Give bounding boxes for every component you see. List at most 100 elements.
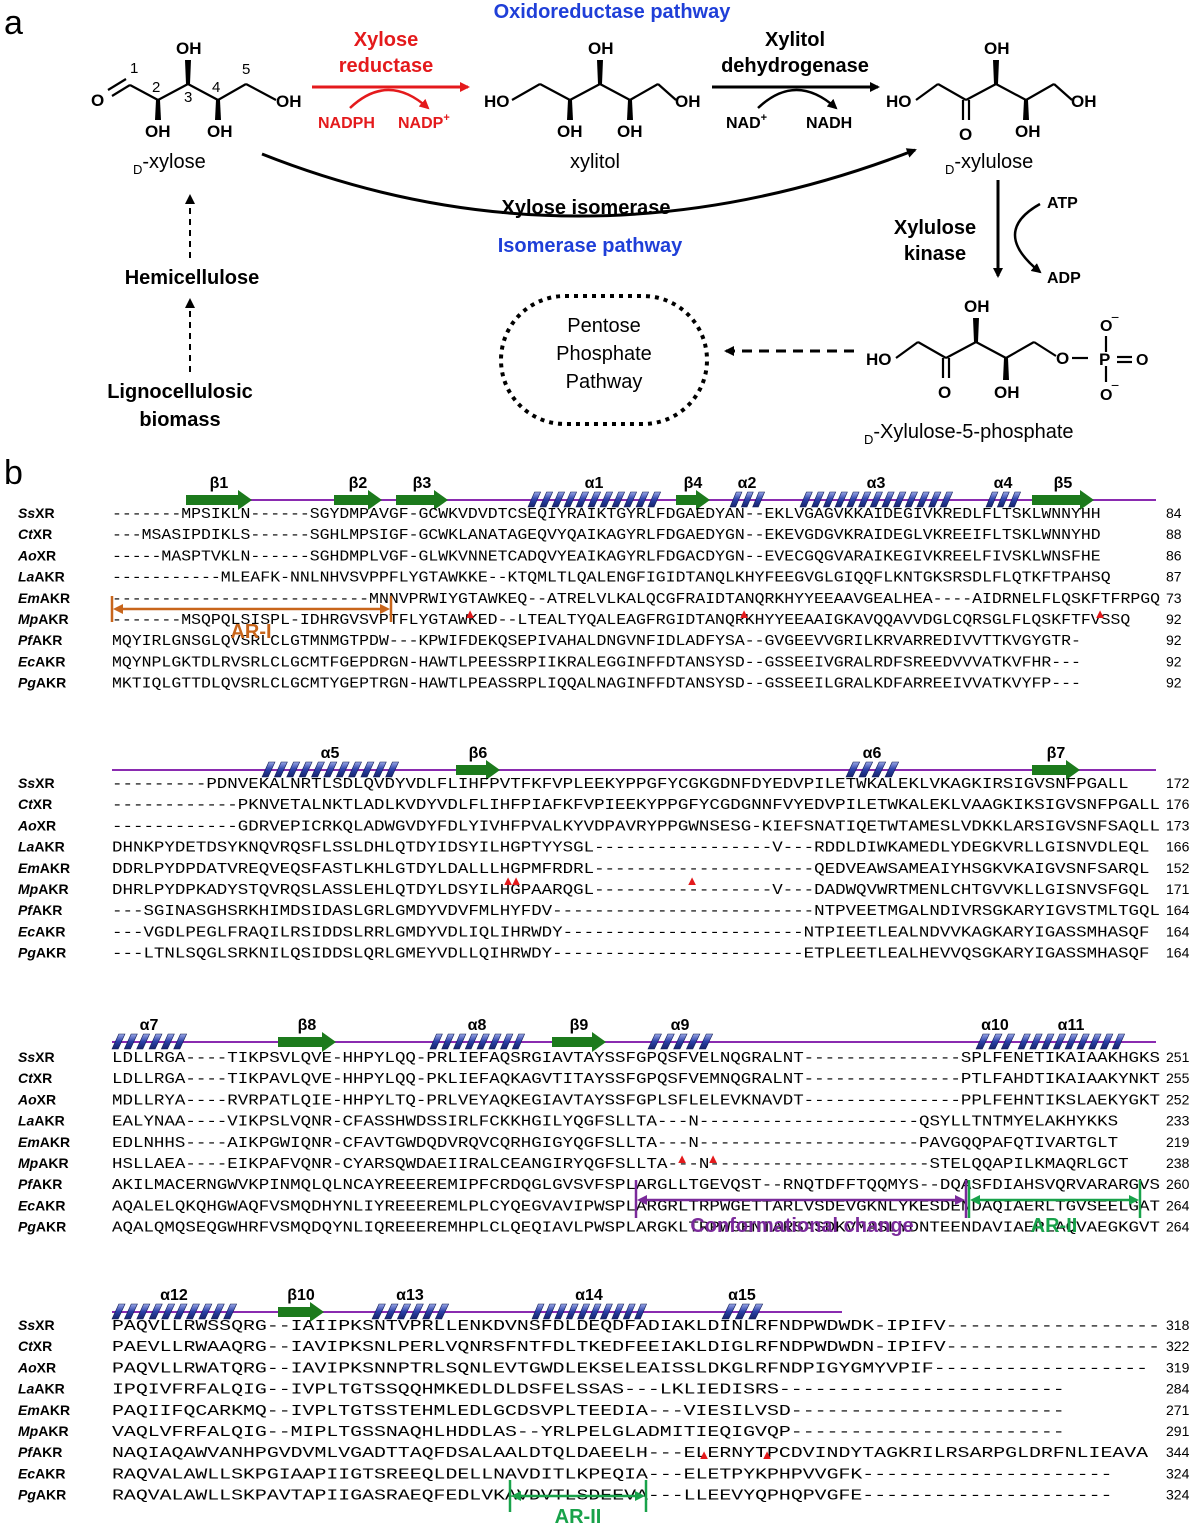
beta-strand-arrow bbox=[334, 490, 382, 510]
sequence-residues: ---MSASIPDIKLS------SGHLMPSIGF-GCWKLANAT… bbox=[112, 528, 1101, 544]
xylulose-5-phosphate-structure bbox=[895, 318, 1132, 382]
alignment-row: AoXR------------GDRVEPICRKQLADWGVDYFDLYI… bbox=[17, 817, 1190, 835]
residue-number: 255 bbox=[1166, 1070, 1190, 1086]
sequence-residues: EALYNAA----VIKPSLVQNR-CFASSHWDSSIRLFCKKH… bbox=[112, 1115, 1118, 1131]
residue-number: 172 bbox=[1166, 775, 1190, 791]
sequence-residues: ---------PDNVEKALNRTLSDLQVDYVDLFLIHFPVTF… bbox=[112, 777, 1129, 793]
secondary-structure-label: α1 bbox=[585, 475, 604, 492]
lignocellulosic-label-line2: biomass bbox=[139, 409, 220, 431]
conformational-change-annotation: Conformational change bbox=[634, 1180, 968, 1237]
alpha-helix-glyph bbox=[647, 1033, 714, 1050]
residue-number: 344 bbox=[1166, 1444, 1190, 1460]
sequence-name: EcAKR bbox=[18, 923, 65, 939]
sequence-residues: AQALQMQSEQGWHRFVSMQDQYNLIQREEEREMHPLCLQE… bbox=[112, 1221, 1160, 1237]
x5p-keto-o-label: O bbox=[938, 383, 951, 402]
xylulose-kinase-label-line2: kinase bbox=[904, 243, 966, 265]
xylulose-oh5-label: OH bbox=[1071, 92, 1097, 111]
sequence-residues: LDLLRGA----TIKPAVLQVE-HHPYLQQ-PKLIEFAQKA… bbox=[112, 1072, 1160, 1088]
sequence-name: AoXR bbox=[17, 547, 56, 563]
residue-number: 284 bbox=[1166, 1381, 1190, 1397]
beta-strand-arrow bbox=[676, 490, 710, 510]
secondary-structure-label: α14 bbox=[575, 1287, 603, 1304]
alpha-helix-glyph bbox=[975, 1033, 1016, 1050]
alpha-helix-glyph bbox=[799, 491, 954, 508]
sequence-name: PfAKR bbox=[18, 1444, 62, 1460]
secondary-structure-label: α10 bbox=[981, 1017, 1009, 1034]
xylose-isomerase-arrow bbox=[261, 148, 917, 218]
catalytic-residue-marker: ▲ bbox=[510, 873, 523, 888]
beta-strand-arrow bbox=[552, 1032, 606, 1052]
catalytic-residue-marker: ▲ bbox=[1094, 606, 1107, 621]
xylulose-o-label: O bbox=[959, 125, 972, 144]
alignment-row: EmAKR--------------------------MNNVPRWIY… bbox=[18, 590, 1182, 608]
xylose-oh4-label: OH bbox=[207, 122, 233, 141]
residue-number: 260 bbox=[1166, 1176, 1190, 1192]
oxidoreductase-pathway-title: Oxidoreductase pathway bbox=[494, 1, 732, 23]
secondary-structure-label: β10 bbox=[287, 1287, 315, 1304]
isomerase-pathway-title: Isomerase pathway bbox=[498, 235, 683, 257]
secondary-structure-label: β4 bbox=[684, 475, 703, 492]
nadp-label: NADP+ bbox=[398, 112, 450, 132]
xylose-name: D-xylose bbox=[133, 151, 206, 177]
secondary-structure-label: α7 bbox=[140, 1017, 159, 1034]
residue-number: 271 bbox=[1166, 1402, 1190, 1418]
sequence-residues: NAQIAQAWVANHPGVDVMLVGADTTAQFDSALAALDTQLD… bbox=[112, 1446, 1149, 1462]
xylose-reductase-label-line2: reductase bbox=[339, 55, 434, 77]
sequence-name: PfAKR bbox=[18, 1176, 62, 1192]
nad-cofactor-arrow bbox=[757, 88, 838, 110]
alpha-helix-glyph bbox=[111, 1303, 238, 1320]
secondary-structure-label: α12 bbox=[160, 1287, 188, 1304]
ppp-label-line1: Pentose bbox=[567, 315, 640, 337]
secondary-structure-label: α5 bbox=[321, 745, 340, 762]
residue-number: 86 bbox=[1166, 547, 1182, 563]
residue-number: 164 bbox=[1166, 945, 1190, 961]
alpha-helix-glyph bbox=[721, 1303, 764, 1320]
residue-number: 164 bbox=[1166, 923, 1190, 939]
residue-number: 92 bbox=[1166, 632, 1182, 648]
sequence-residues: VAQLVFRFALQIG--MIPLTGSSNAQHLHDDLAS--YRLP… bbox=[112, 1425, 1065, 1441]
alignment-row: LaAKR-----------MLEAFK-NNLNHVSVPPFLYGTAW… bbox=[18, 569, 1182, 587]
x5p-charge-bottom: − bbox=[1111, 377, 1119, 393]
secondary-structure-label: α15 bbox=[728, 1287, 756, 1304]
secondary-structure-label: α4 bbox=[994, 475, 1013, 492]
carbon-number-4: 4 bbox=[212, 79, 220, 96]
alignment-row: PfAKR---SGINASGHSRKHIMDSIDASLGRLGMDYVDVF… bbox=[18, 902, 1190, 920]
sequence-name: SsXR bbox=[18, 505, 55, 521]
alignment-row: MpAKR DHRLPYDPKADYSTQVRQSLASSLEHLQTDYLDSY… bbox=[18, 881, 1190, 899]
sequence-residues: IPQIVFRFALQIG--IVPLTGTSSQQHMKEDLDLDSFELS… bbox=[112, 1383, 1065, 1399]
alpha-helix-glyph bbox=[371, 1303, 450, 1320]
x5p-oh4-label: OH bbox=[994, 383, 1020, 402]
sequence-name: EcAKR bbox=[18, 1197, 65, 1213]
xylulose-name: D-xylulose bbox=[945, 151, 1033, 177]
xylose-oh5-label: OH bbox=[276, 92, 302, 111]
x5p-oh3-label: OH bbox=[964, 297, 990, 316]
residue-number: 92 bbox=[1166, 653, 1182, 669]
ppp-label-line3: Pathway bbox=[566, 371, 643, 393]
sequence-name: AoXR bbox=[17, 817, 56, 833]
x5p-ho-label: HO bbox=[866, 350, 892, 369]
sequence-residues: DHRLPYDPKADYSTQVRQSLASSLEHLQTDYLDSYILHGP… bbox=[112, 883, 1150, 899]
sequence-name: MpAKR bbox=[18, 881, 69, 897]
xylulose-oh3-label: OH bbox=[984, 39, 1010, 58]
sequence-name: MpAKR bbox=[18, 1423, 69, 1439]
alpha-helix-glyph bbox=[729, 491, 766, 508]
sequence-name: SsXR bbox=[18, 1317, 55, 1333]
alignment-row: MpAKR VAQLVFRFALQIG--MIPLTGSSNAQHLHDDLAS-… bbox=[18, 1423, 1190, 1441]
alignment-row: SsXR-------MPSIKLN------SGYDMPAVGF-GCWKV… bbox=[18, 505, 1182, 523]
sequence-name: CtXR bbox=[18, 1338, 52, 1354]
x5p-ester-o-label: O bbox=[1056, 349, 1069, 368]
sequence-residues: HSLLAEA----EIKPAFVQNR-CYARSQWDAEIIRALCEA… bbox=[112, 1157, 1129, 1173]
secondary-structure-label: α8 bbox=[468, 1017, 487, 1034]
sequence-residues: PAQVLLRWATQRG--IAVIPKSNNPTRLSQNLEVTGWDLE… bbox=[112, 1361, 1148, 1377]
secondary-structure-label: β7 bbox=[1047, 745, 1066, 762]
sequence-name: CtXR bbox=[18, 526, 52, 542]
